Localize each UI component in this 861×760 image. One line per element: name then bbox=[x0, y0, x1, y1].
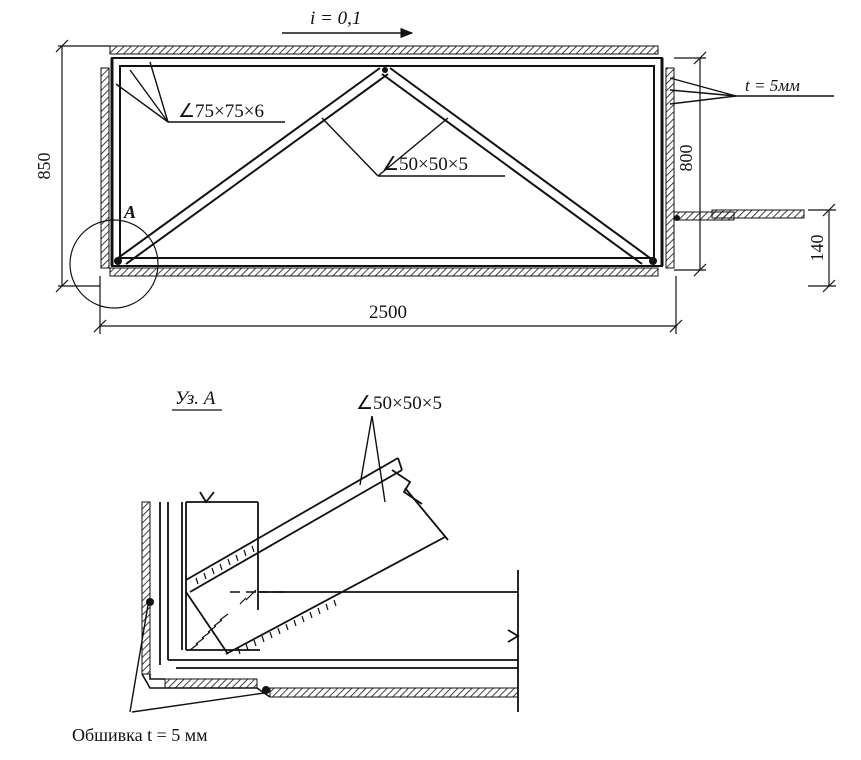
detail-weld-points bbox=[146, 598, 270, 694]
node-a-callout bbox=[69, 219, 159, 309]
detail-brace-label: ∠50×50×5 bbox=[356, 393, 442, 414]
outer-sheathing bbox=[100, 45, 675, 277]
leader-lines bbox=[115, 61, 834, 177]
dim-width: 2500 bbox=[369, 302, 407, 323]
attachment-plate bbox=[673, 209, 805, 221]
detail-diagonal-brace bbox=[185, 457, 449, 655]
detail-title: Уз. А bbox=[175, 388, 216, 409]
sheet-thickness-label: t = 5мм bbox=[745, 76, 800, 95]
dim-height-inner: 800 bbox=[676, 145, 696, 172]
sheathing-label: Обшивка t = 5 мм bbox=[72, 725, 208, 745]
main-angle-label: ∠75×75×6 bbox=[178, 101, 264, 122]
dim-height-outer: 850 bbox=[34, 153, 54, 180]
main-frame bbox=[110, 57, 664, 267]
dimension-offset bbox=[808, 203, 836, 293]
dim-offset: 140 bbox=[807, 235, 827, 262]
sheathing-leaders bbox=[129, 604, 265, 713]
node-a-detail: Уз. А ∠50×50×5 bbox=[72, 388, 520, 745]
detail-weld-ticks bbox=[189, 545, 337, 655]
frame-elevation: i = 0,1 bbox=[34, 8, 836, 334]
detail-brace-leaders bbox=[359, 415, 386, 503]
brace-angle-label: ∠50×50×5 bbox=[382, 154, 468, 175]
detail-vertical-angle bbox=[159, 491, 259, 665]
dimension-height-inner bbox=[674, 51, 707, 277]
detail-horizontal-angle bbox=[168, 570, 520, 712]
slope-label: i = 0,1 bbox=[310, 8, 361, 29]
dimension-width bbox=[93, 276, 683, 334]
diagonal-braces bbox=[117, 67, 651, 265]
node-label: A bbox=[123, 202, 136, 222]
dimension-height-outer bbox=[55, 39, 110, 293]
slope-indicator: i = 0,1 bbox=[282, 8, 414, 39]
